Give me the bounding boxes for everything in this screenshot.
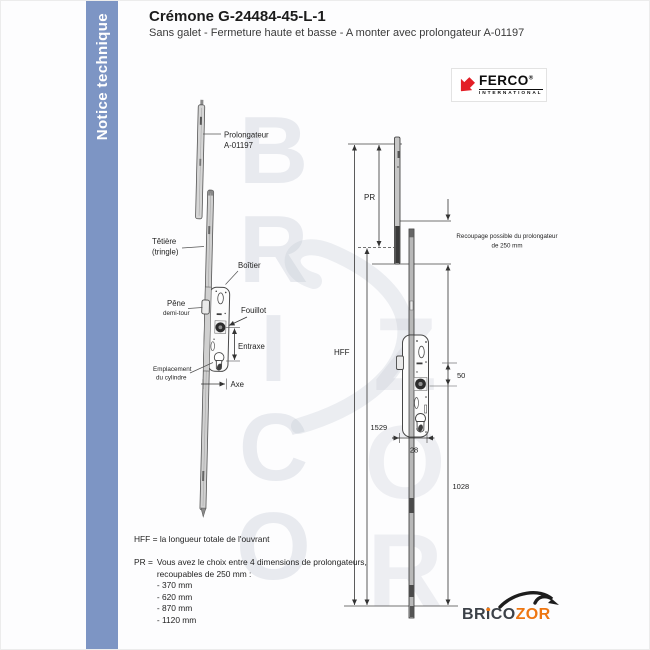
page-title: Crémone G-24484-45-L-1 bbox=[149, 8, 326, 25]
watermark-swoosh bbox=[284, 239, 414, 434]
label-recoupage-1: Recoupage possible du prolongateur bbox=[456, 233, 557, 240]
label-50: 50 bbox=[457, 371, 465, 380]
legend-pr-key: PR = bbox=[134, 557, 153, 567]
label-prolongateur: Prolongateur bbox=[224, 131, 269, 140]
legend-pr: PR = Vous avez le choix entre 4 dimensio… bbox=[134, 557, 367, 627]
pr-option: - 370 mm bbox=[156, 580, 193, 591]
tringle-bottom-tip bbox=[200, 507, 207, 518]
pr-option: - 870 mm bbox=[156, 603, 193, 614]
label-axe: Axe bbox=[231, 380, 244, 389]
watermark-text-left: BRICO bbox=[220, 97, 327, 592]
i-dot bbox=[486, 607, 491, 612]
legend-hff: HFF = la longueur totale de l'ouvrant bbox=[134, 534, 270, 544]
sidebar: Notice technique bbox=[86, 1, 118, 649]
label-1028: 1028 bbox=[453, 482, 470, 491]
bricozor-swoosh-icon bbox=[498, 591, 559, 609]
ferco-logo: FERCO® INTERNATIONAL bbox=[451, 68, 547, 102]
ferco-text: FERCO® INTERNATIONAL bbox=[479, 74, 543, 96]
svg-text:du cylindre: du cylindre bbox=[156, 375, 187, 382]
label-emplacement: Emplacement bbox=[153, 366, 192, 373]
sidebar-title: Notice technique bbox=[93, 13, 111, 141]
right-lock-case bbox=[396, 334, 429, 438]
right-assembly: HFF PR 1529 Recoupage possible du prolon… bbox=[334, 136, 558, 619]
latch-bolt-right bbox=[396, 355, 404, 370]
label-prolongateur-ref: A-01197 bbox=[224, 141, 253, 150]
label-fouillot: Fouillot bbox=[241, 306, 267, 315]
tringle-rod-tip bbox=[410, 606, 414, 617]
left-labels: Prolongateur A-01197 Têtière (tringle) B… bbox=[152, 131, 269, 390]
pr-option: - 1120 mm bbox=[156, 614, 197, 625]
label-pene: Pêne bbox=[167, 299, 185, 308]
label-recoupage-2: de 250 mm bbox=[492, 243, 523, 250]
legend-pr-line2: recoupables de 250 mm : bbox=[156, 568, 252, 579]
ferco-subname: INTERNATIONAL bbox=[479, 89, 543, 96]
left-assembly: Prolongateur A-01197 Têtière (tringle) B… bbox=[152, 99, 269, 518]
svg-text:(tringle): (tringle) bbox=[152, 248, 179, 257]
label-boitier: Boîtier bbox=[238, 261, 261, 270]
label-hff: HFF bbox=[334, 348, 350, 357]
label-tetiere: Têtière bbox=[152, 237, 176, 246]
legend-pr-line1: Vous avez le choix entre 4 dimensions de… bbox=[156, 557, 367, 567]
page-subtitle: Sans galet - Fermeture haute et basse - … bbox=[149, 27, 525, 39]
latch-bolt bbox=[201, 299, 210, 315]
right-dimensions: HFF PR 1529 Recoupage possible du prolon… bbox=[334, 145, 558, 605]
technical-diagram: Prolongateur A-01197 Têtière (tringle) B… bbox=[152, 99, 558, 619]
label-pr: PR bbox=[364, 193, 375, 202]
pr-option: - 620 mm bbox=[156, 591, 193, 602]
svg-text:demi-tour: demi-tour bbox=[163, 310, 190, 317]
label-28: 28 bbox=[410, 446, 418, 455]
ferco-name: FERCO® bbox=[479, 73, 534, 88]
ferco-arrow-icon bbox=[455, 74, 478, 97]
registered-mark: ® bbox=[528, 75, 534, 82]
label-1529: 1529 bbox=[371, 423, 388, 432]
label-entraxe: Entraxe bbox=[238, 342, 265, 351]
